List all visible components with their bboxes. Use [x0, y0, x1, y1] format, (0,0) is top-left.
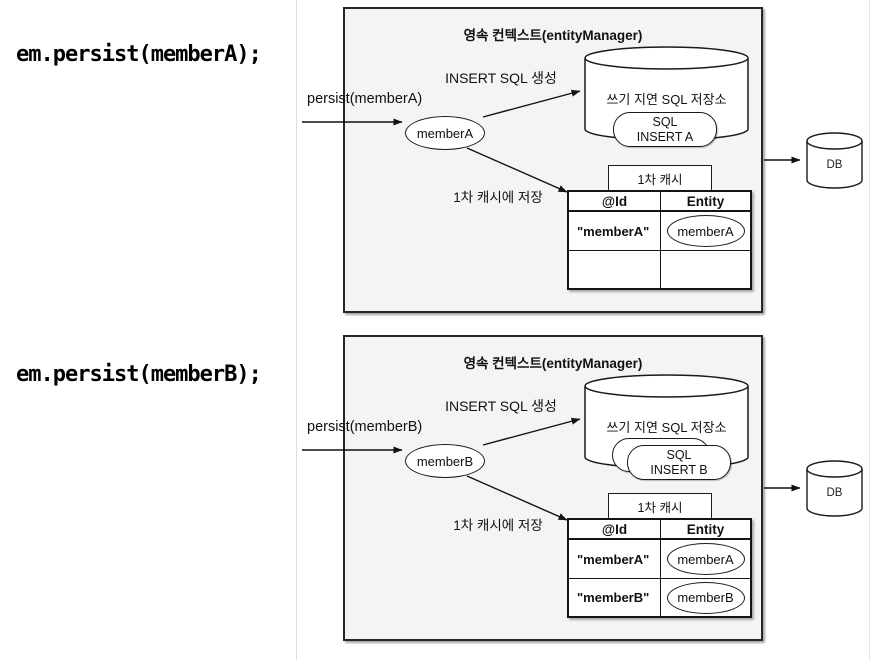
- first-level-cache-table: @Id Entity "memberA" memberA "memberB" m…: [567, 518, 752, 618]
- table-row-id: "memberA": [569, 212, 661, 251]
- sql-note-line2: INSERT B: [650, 462, 708, 477]
- persistence-context-title: 영속 컨텍스트(entityManager): [463, 28, 643, 43]
- first-level-cache-tab: 1차 캐시: [608, 165, 712, 192]
- entity-ellipse: memberA: [666, 215, 745, 247]
- insert-sql-label: INSERT SQL 생성: [445, 70, 557, 86]
- sql-note-line1: SQL: [652, 114, 678, 129]
- entity-ellipse: memberB: [405, 444, 485, 478]
- table-header-entity: Entity: [661, 520, 750, 540]
- db-label: DB: [826, 486, 843, 499]
- first-level-cache-table: @Id Entity "memberA" memberA: [567, 190, 752, 290]
- table-row-entity: memberB: [661, 579, 750, 616]
- entity-ellipse: memberA: [405, 116, 485, 150]
- persist-call-label: persist(memberA): [307, 91, 423, 107]
- table-header-id: @Id: [569, 192, 661, 212]
- first-level-cache-tab: 1차 캐시: [608, 493, 712, 520]
- table-header-id: @Id: [569, 520, 661, 540]
- slide-left-border: [296, 0, 297, 660]
- table-row-id: "memberB": [569, 579, 661, 616]
- code-statement-b: em.persist(memberB);: [16, 362, 262, 387]
- cache-save-label: 1차 캐시에 저장: [453, 190, 543, 205]
- db-label: DB: [826, 158, 843, 171]
- table-row-entity: memberA: [661, 212, 750, 251]
- slide-right-border: [869, 0, 870, 660]
- insert-sql-label: INSERT SQL 생성: [445, 398, 557, 414]
- diagram-persist-memberA: em.persist(memberA); 영속 컨텍스트(entityManag…: [0, 0, 872, 328]
- sql-note-pill: SQL INSERT A: [613, 112, 717, 147]
- cache-save-label: 1차 캐시에 저장: [453, 518, 543, 533]
- code-statement-a: em.persist(memberA);: [16, 42, 262, 67]
- sql-store-label: 쓰기 지연 SQL 저장소: [606, 92, 727, 107]
- diagram-persist-memberB: em.persist(memberB); 영속 컨텍스트(entityManag…: [0, 328, 872, 660]
- entity-ellipse: memberB: [666, 581, 745, 614]
- table-row-id: [569, 251, 661, 288]
- sql-note-line1: SQL: [666, 447, 692, 462]
- sql-note-pill: SQL INSERT B: [627, 445, 731, 480]
- table-row-entity: memberA: [661, 540, 750, 579]
- persistence-context-title: 영속 컨텍스트(entityManager): [463, 356, 643, 371]
- sql-note-line2: INSERT A: [636, 129, 694, 144]
- sql-store-label: 쓰기 지연 SQL 저장소: [606, 420, 727, 435]
- table-row-entity: [661, 251, 750, 288]
- table-row-id: "memberA": [569, 540, 661, 579]
- table-header-entity: Entity: [661, 192, 750, 212]
- entity-ellipse: memberA: [666, 543, 745, 575]
- persist-call-label: persist(memberB): [307, 419, 423, 435]
